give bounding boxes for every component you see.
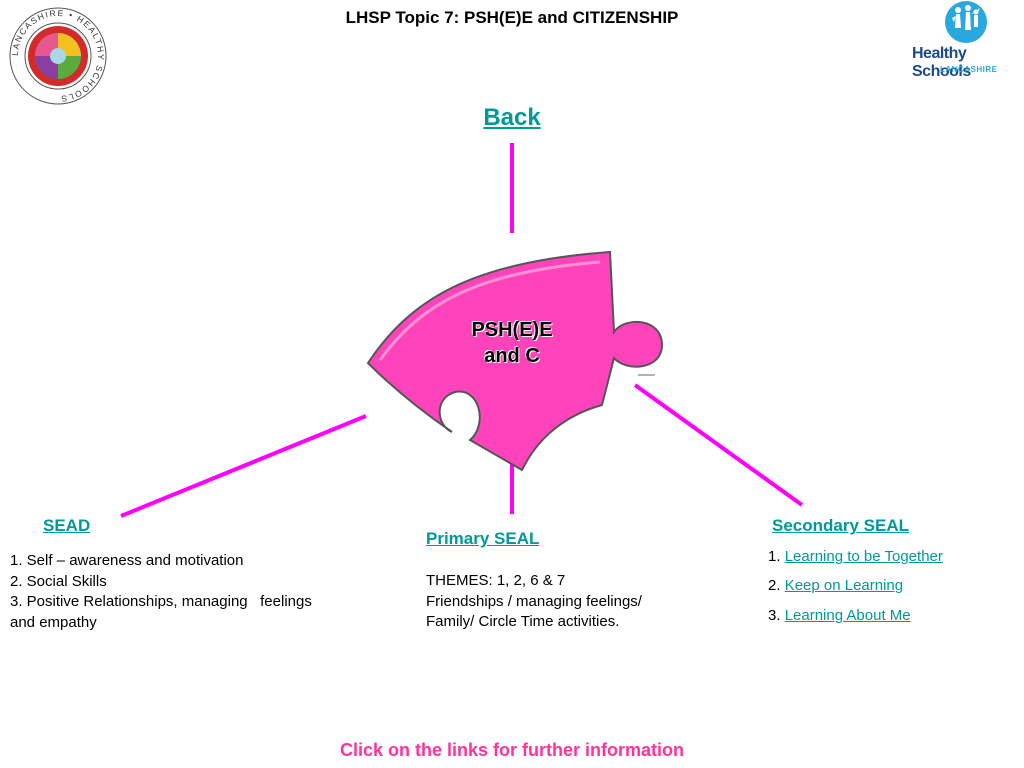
connector-line-right (633, 383, 804, 507)
healthy-schools-logo-icon (945, 1, 987, 43)
keep-on-learning-link[interactable]: Keep on Learning (784, 577, 904, 594)
center-line-2: and C (484, 345, 540, 367)
sead-link[interactable]: SEAD (43, 516, 91, 535)
secondary-item-2: 2. Keep on Learning (768, 577, 903, 594)
puzzle-piece-highlight (378, 260, 601, 361)
item-number: 3. (768, 607, 781, 624)
primary-line: Friendships / managing feelings/ (426, 592, 642, 610)
healthy-schools-logo-title: Healthy Schools (912, 45, 971, 80)
primary-line: Family/ Circle Time activities. (426, 613, 620, 630)
secondary-item-3: 3. Learning About Me (768, 607, 911, 624)
item-number: 2. (768, 577, 781, 594)
primary-seal-text: THEMES: 1, 2, 6 & 7 Friendships / managi… (426, 571, 706, 633)
secondary-item-1: 1. Learning to be Together (768, 548, 943, 565)
page-title: LHSP Topic 7: PSH(E)E and CITIZENSHIP (345, 8, 679, 27)
center-topic-label: PSH(E)E and C (432, 317, 592, 369)
puzzle-piece-shape (366, 250, 664, 472)
list-item: 1. Self – awareness and motivation (10, 552, 244, 569)
back-link[interactable]: Back (483, 104, 541, 131)
secondary-seal-link[interactable]: Secondary SEAL (772, 516, 909, 535)
primary-seal-link[interactable]: Primary SEAL (426, 529, 540, 548)
sead-list: 1. Self – awareness and motivation 2. So… (10, 551, 370, 633)
center-line-1: PSH(E)E (471, 319, 553, 341)
lancashire-healthy-schools-logo: LANCASHIRE • HEALTHY SCHOOLS (9, 7, 107, 105)
connector-line-left (120, 414, 367, 518)
back-link-container: Back (0, 104, 1024, 132)
list-item: 2. Social Skills (10, 572, 107, 590)
healthy-schools-logo-subtitle: LANCASHIRE (940, 65, 998, 74)
primary-line: THEMES: 1, 2, 6 & 7 (426, 572, 566, 589)
list-item: 3. Positive Relationships, managing feel… (10, 593, 312, 610)
footer-instruction: Click on the links for further informati… (339, 740, 685, 760)
learning-about-me-link[interactable]: Learning About Me (784, 607, 911, 624)
item-number: 1. (768, 548, 781, 565)
learning-to-be-together-link[interactable]: Learning to be Together (784, 548, 943, 565)
list-item: and empathy (10, 613, 97, 631)
